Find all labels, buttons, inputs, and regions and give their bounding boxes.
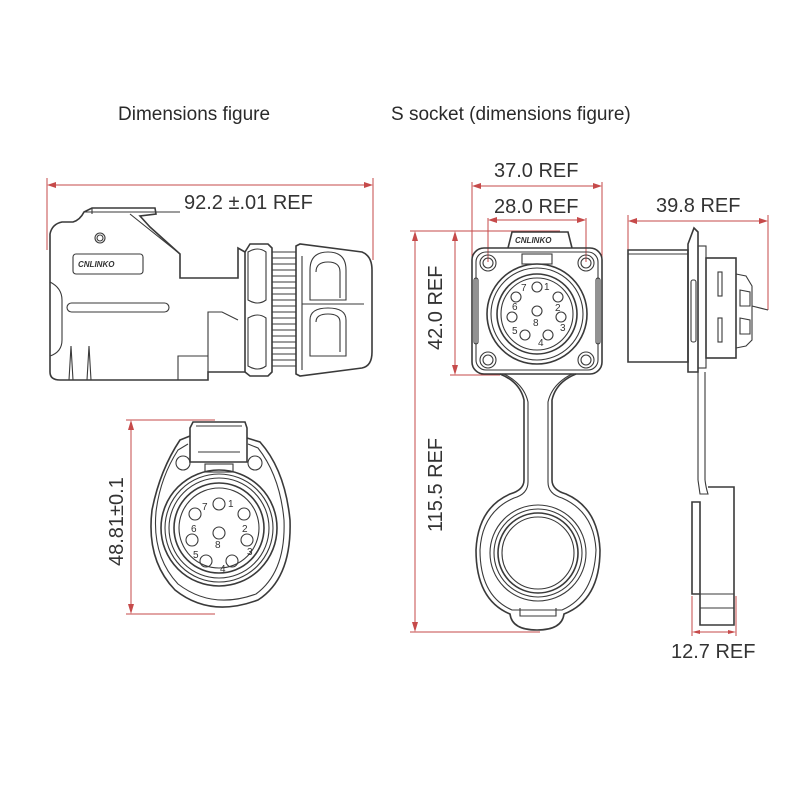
plug-front-view: 1 2 3 4 5 6 7 8 bbox=[126, 419, 291, 615]
title-dimensions-figure: Dimensions figure bbox=[118, 104, 271, 125]
svg-text:4: 4 bbox=[538, 338, 544, 349]
svg-text:6: 6 bbox=[191, 524, 197, 535]
svg-text:7: 7 bbox=[521, 283, 527, 294]
thread-rings bbox=[272, 251, 296, 367]
brand-logo-plug: CNLINKO bbox=[78, 260, 115, 269]
dim-socket-total-height: 115.5 REF bbox=[425, 437, 447, 532]
title-s-socket: S socket (dimensions figure) bbox=[391, 104, 631, 125]
svg-text:8: 8 bbox=[533, 318, 539, 329]
svg-text:3: 3 bbox=[247, 547, 253, 558]
svg-text:5: 5 bbox=[512, 326, 518, 337]
svg-text:5: 5 bbox=[193, 550, 199, 561]
dim-cap-thickness: 12.7 REF bbox=[671, 641, 756, 663]
plug-side-view: CNLINKO bbox=[46, 178, 374, 381]
svg-text:2: 2 bbox=[242, 524, 248, 535]
socket-side-view bbox=[627, 215, 769, 636]
svg-text:2: 2 bbox=[555, 303, 561, 314]
dim-plug-length: 92.2 ±.01 REF bbox=[184, 192, 313, 214]
svg-text:7: 7 bbox=[202, 502, 208, 513]
svg-text:1: 1 bbox=[228, 499, 234, 510]
dim-socket-side-depth: 39.8 REF bbox=[656, 195, 741, 217]
dim-socket-outer-width: 37.0 REF bbox=[494, 160, 579, 182]
dim-plug-front-height: 48.81±0.1 bbox=[106, 477, 128, 566]
socket-front-view: CNLINKO 1 2 3 4 5 bbox=[410, 182, 603, 633]
svg-text:8: 8 bbox=[215, 540, 221, 551]
plug-pins: 1 2 3 4 5 6 7 8 bbox=[185, 497, 254, 575]
svg-text:4: 4 bbox=[220, 564, 226, 575]
dim-socket-height: 42.0 REF bbox=[425, 265, 447, 350]
svg-text:6: 6 bbox=[512, 302, 518, 313]
svg-text:3: 3 bbox=[560, 323, 566, 334]
svg-text:1: 1 bbox=[544, 282, 550, 293]
socket-pins: 1 2 3 4 5 6 7 8 bbox=[506, 281, 567, 349]
brand-logo-socket: CNLINKO bbox=[515, 236, 552, 245]
dim-socket-hole-spacing: 28.0 REF bbox=[494, 196, 579, 218]
